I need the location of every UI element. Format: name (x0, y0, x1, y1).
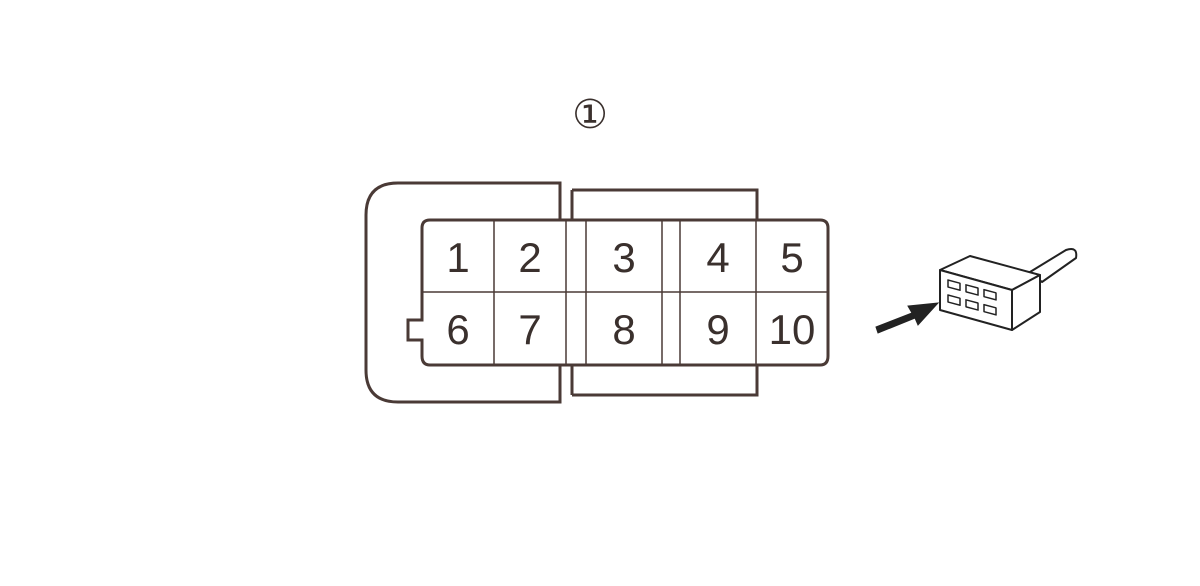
arrow-icon (875, 302, 940, 334)
pin-label: 10 (769, 306, 816, 353)
pin-label: 3 (612, 234, 635, 281)
pin-label: 9 (706, 306, 729, 353)
pin-label: 7 (518, 306, 541, 353)
callout-number: ① (572, 92, 608, 138)
terminal-grid (422, 220, 828, 365)
connector-plug-icon (939, 248, 1078, 331)
pin-label: 5 (780, 234, 803, 281)
center-housing-outline (572, 188, 759, 397)
pin-label: 6 (446, 306, 469, 353)
pin-label: 4 (706, 234, 729, 281)
pin-label: 2 (518, 234, 541, 281)
pin-labels: 1 2 3 4 5 6 7 8 9 10 (446, 234, 815, 353)
pin-label: 8 (612, 306, 635, 353)
pin-label: 1 (446, 234, 469, 281)
